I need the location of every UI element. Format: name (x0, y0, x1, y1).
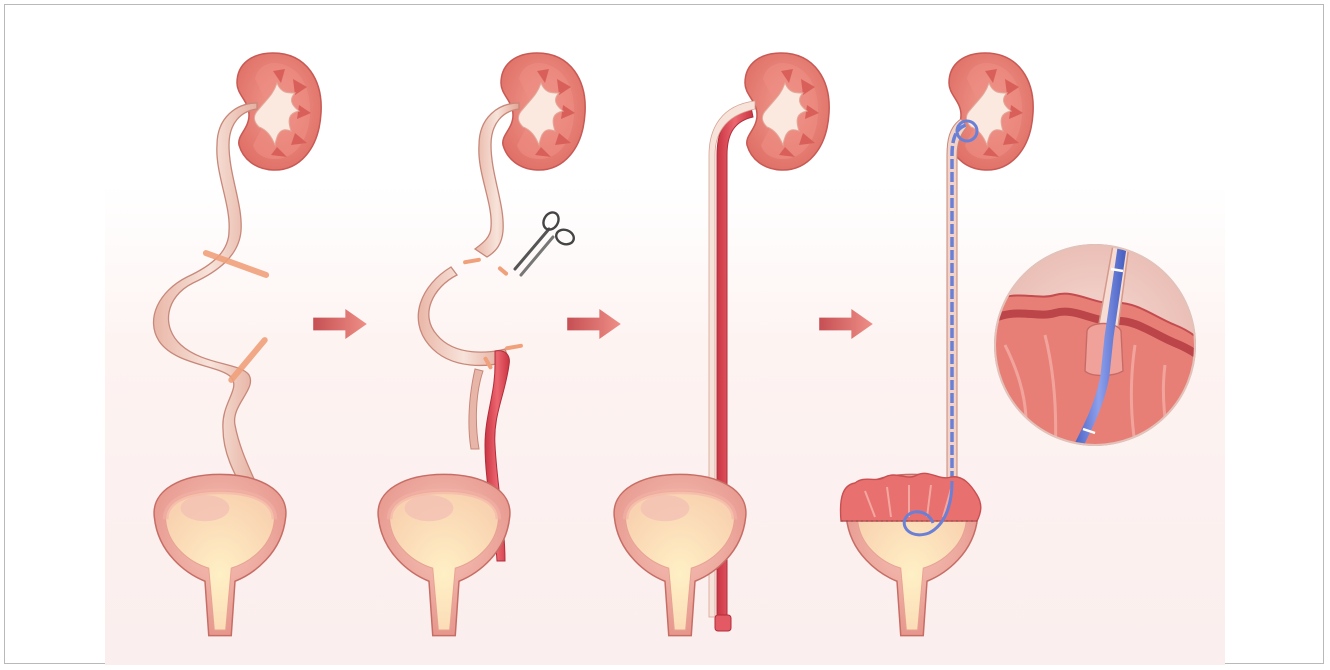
diagram-frame (4, 4, 1324, 664)
kidney-3 (745, 53, 829, 170)
kidney-4 (949, 53, 1033, 170)
procedure-diagram (5, 5, 1325, 665)
kidney-2 (501, 53, 585, 170)
kidney-1 (237, 53, 321, 170)
graft-3-end (715, 615, 731, 631)
